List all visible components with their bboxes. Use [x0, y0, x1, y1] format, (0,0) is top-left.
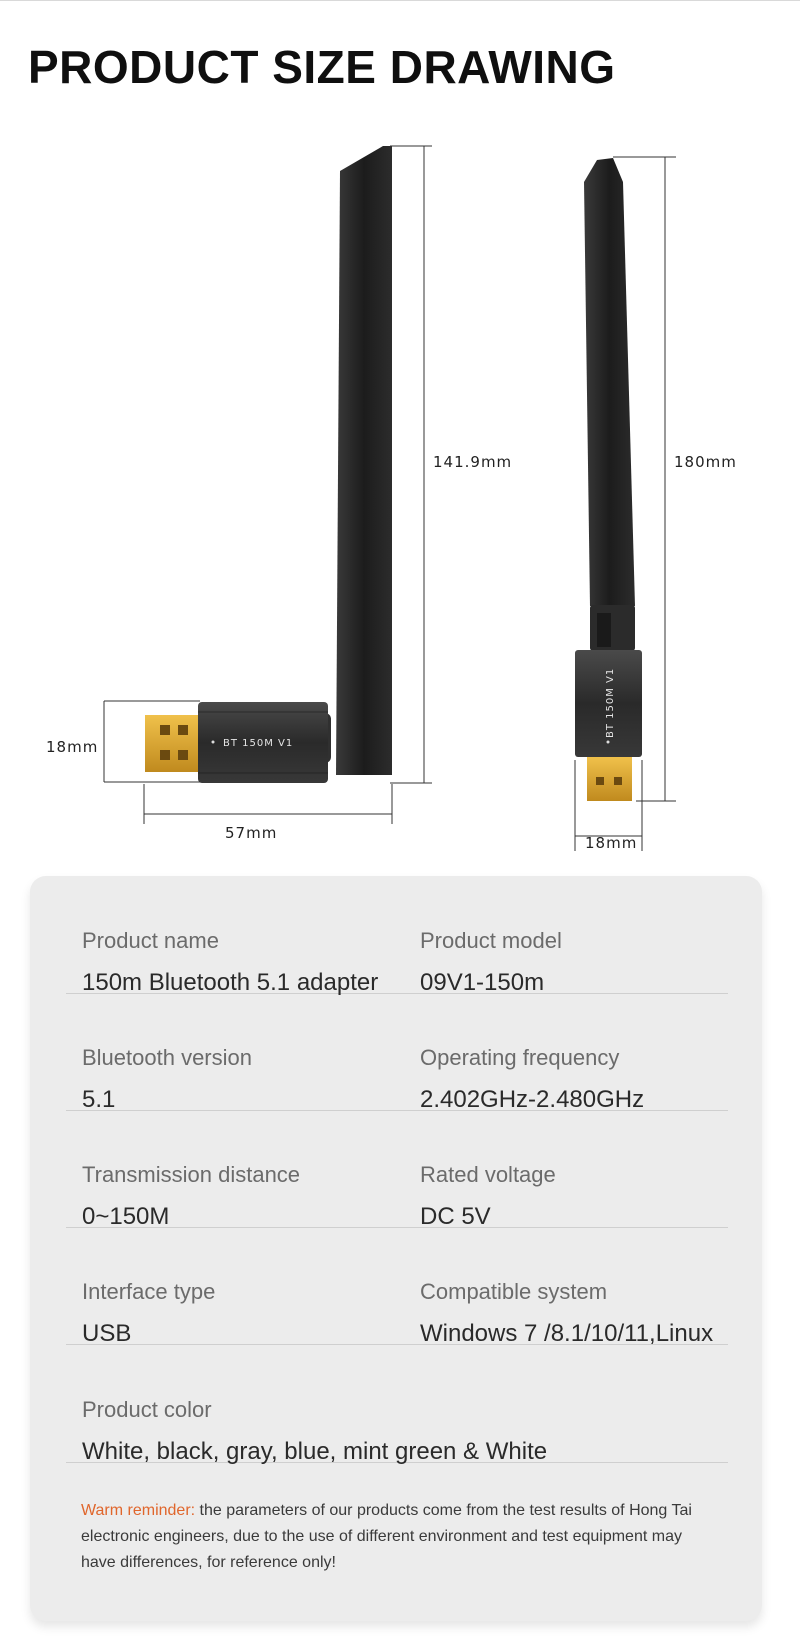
spec-label: Compatible system: [420, 1279, 608, 1304]
spec-card: Product name 150m Bluetooth 5.1 adapter …: [30, 876, 762, 1621]
spec-label: Operating frequency: [420, 1045, 620, 1070]
spec-label: Interface type: [82, 1279, 216, 1304]
spec-value: 5.1: [82, 1086, 116, 1113]
spec-row: Bluetooth version 5.1 Operating frequenc…: [66, 993, 728, 1113]
side-height-label: 141.9mm: [433, 453, 512, 471]
spec-row: Product color White, black, gray, blue, …: [66, 1345, 728, 1465]
product-size-drawing: BT 150M V1 141.9mm 18mm 57mm BT 150M V1: [46, 145, 737, 852]
spec-label: Product color: [82, 1397, 212, 1422]
spec-label: Product model: [420, 928, 562, 953]
side-usb-plug: [145, 715, 198, 772]
spec-value: 09V1-150m: [420, 969, 545, 996]
spec-value: 0~150M: [82, 1203, 170, 1230]
front-usb-plug: [587, 757, 632, 801]
spec-label: Product name: [82, 928, 219, 953]
warm-reminder: Warm reminder: the parameters of our pro…: [81, 1498, 721, 1576]
spec-label: Rated voltage: [420, 1162, 556, 1187]
top-divider: [0, 0, 800, 1]
front-dimension-lines: [574, 156, 676, 851]
front-view-device: BT 150M V1: [575, 158, 642, 801]
front-body: [575, 650, 642, 757]
side-device-print: BT 150M V1: [223, 738, 293, 749]
warm-reminder-prefix: Warm reminder:: [81, 1502, 196, 1519]
spec-value: 2.402GHz-2.480GHz: [420, 1086, 645, 1113]
front-device-print: BT 150M V1: [605, 668, 616, 738]
spec-value: DC 5V: [420, 1203, 491, 1230]
spec-value: White, black, gray, blue, mint green & W…: [82, 1438, 548, 1465]
warm-reminder-text: the parameters of our products come from…: [81, 1502, 692, 1571]
front-antenna: [584, 158, 635, 606]
front-width-label: 18mm: [585, 834, 637, 852]
side-body: [198, 702, 328, 783]
spec-value: USB: [82, 1320, 132, 1347]
side-dimension-lines: [103, 145, 432, 824]
side-antenna: [336, 146, 392, 775]
spec-value: 150m Bluetooth 5.1 adapter: [82, 969, 379, 996]
spec-row: Transmission distance 0~150M Rated volta…: [66, 1110, 728, 1230]
spec-label: Transmission distance: [82, 1162, 301, 1187]
front-height-label: 180mm: [674, 453, 737, 471]
front-collar: [590, 605, 635, 651]
page-title: PRODUCT SIZE DRAWING: [28, 41, 616, 93]
side-length-label: 57mm: [225, 824, 277, 842]
side-body-height-label: 18mm: [46, 738, 98, 756]
side-view-device: BT 150M V1: [145, 146, 392, 783]
spec-label: Bluetooth version: [82, 1045, 252, 1070]
spec-row: Interface type USB Compatible system Win…: [66, 1227, 728, 1347]
spec-row: Product name 150m Bluetooth 5.1 adapter …: [66, 876, 728, 996]
spec-value: Windows 7 /8.1/10/11,Linux: [420, 1320, 714, 1347]
